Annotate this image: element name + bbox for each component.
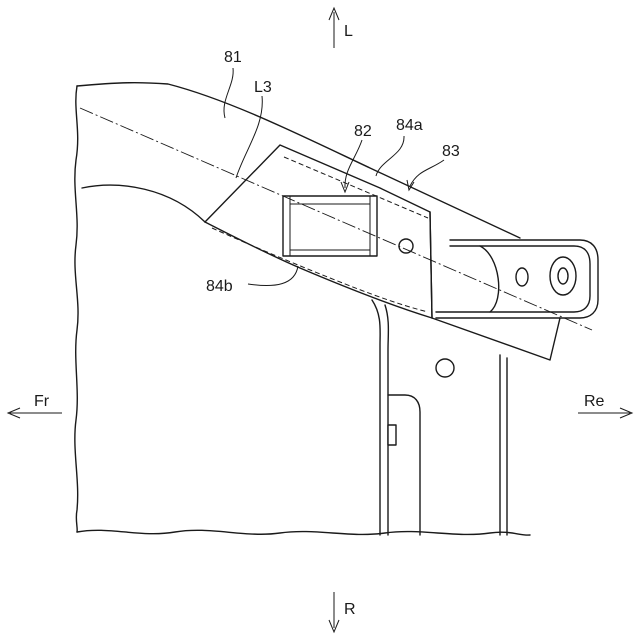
rear-clamp-bolt-center [558, 268, 568, 284]
support-window [388, 395, 420, 535]
bottom-break-line [77, 530, 530, 535]
rear-clamp [436, 240, 598, 318]
direction-left-arrow: Fr [8, 393, 62, 418]
cover-side-edge [430, 212, 432, 318]
label-82: 82 [354, 123, 372, 140]
label-82-group: 82 [341, 123, 372, 192]
label-l3-group: L3 [236, 79, 272, 178]
label-83: 83 [442, 143, 460, 160]
direction-up-arrow: L [329, 8, 353, 48]
channel-bracket [283, 196, 377, 256]
rear-clamp-slot [516, 268, 528, 286]
cover-housing [205, 145, 560, 360]
frame-body [75, 83, 530, 535]
label-84b-group: 84b [206, 266, 298, 295]
label-84a-group: 84a [376, 117, 423, 176]
label-l3: L3 [254, 79, 272, 96]
label-83-group: 83 [407, 143, 460, 190]
label-84b: 84b [206, 278, 233, 295]
label-84a: 84a [396, 117, 423, 134]
rear-clamp-neck [480, 246, 499, 312]
direction-down-arrow: R [329, 592, 356, 632]
direction-left-label: Fr [34, 393, 50, 410]
vertical-support [372, 300, 507, 535]
cover-hole [399, 239, 413, 253]
direction-right-label: Re [584, 393, 605, 410]
support-hole [436, 359, 454, 377]
frame-lower-edge [82, 185, 205, 222]
direction-up-label: L [344, 23, 353, 40]
direction-right-arrow: Re [578, 393, 632, 418]
left-break-line [75, 86, 78, 532]
channel-body [283, 196, 377, 256]
direction-down-label: R [344, 601, 356, 618]
cover-outline [205, 145, 560, 360]
label-81: 81 [224, 49, 242, 66]
support-tab [388, 425, 396, 445]
